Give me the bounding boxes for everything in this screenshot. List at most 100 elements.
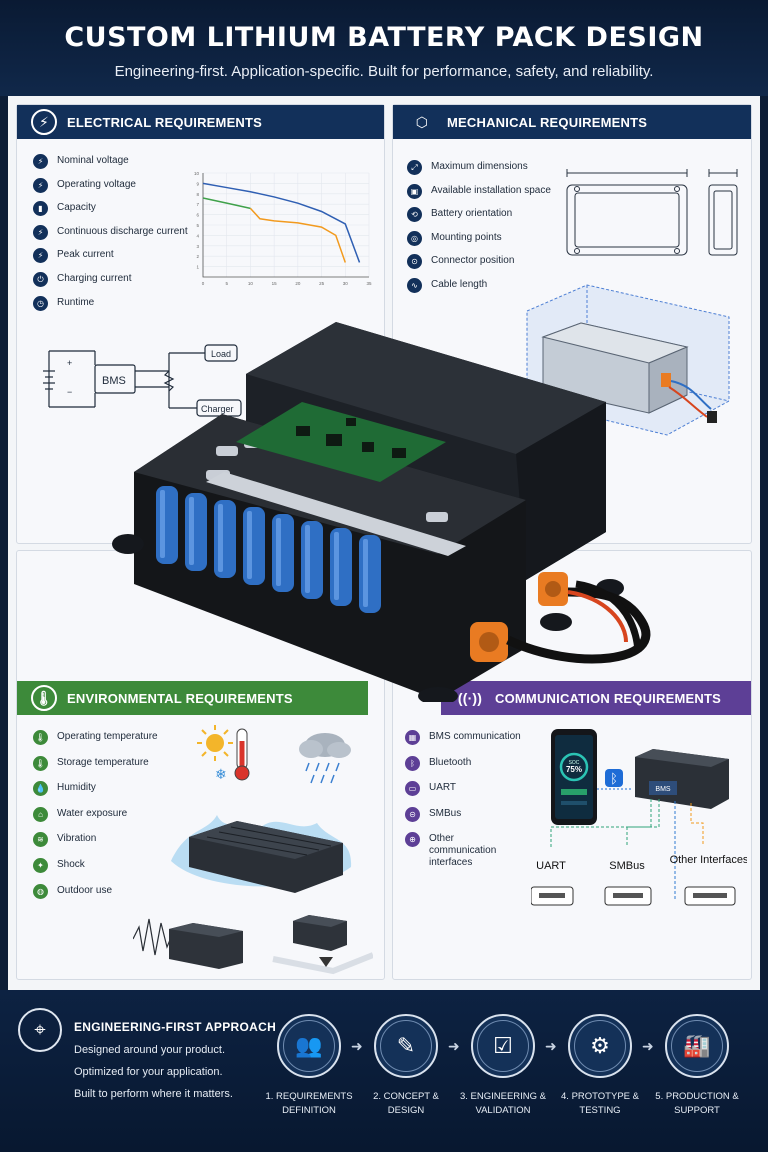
cell-highlight [189, 497, 194, 565]
minus-sign: − [67, 387, 72, 397]
cell-highlight [363, 539, 368, 607]
list-item: ◎Mounting points [407, 230, 551, 256]
series-line-1 [202, 182, 361, 263]
communication-title: COMMUNICATION REQUIREMENTS [495, 690, 721, 706]
communication-header: ((·)) COMMUNICATION REQUIREMENTS [441, 681, 751, 715]
bolt-icon: ⚡ [33, 177, 48, 193]
step-concept: ✎ 2. CONCEPT &DESIGN [357, 1014, 455, 1118]
x-tick-label: 15 [272, 281, 278, 286]
list-item: ▣Available installation space [407, 183, 551, 209]
rotate-icon: ⟲ [407, 207, 422, 223]
battery-cell [185, 493, 207, 571]
y-tick-label: 10 [194, 171, 200, 176]
bus-icon: ⊝ [405, 806, 420, 822]
battery-icon: ▮ [33, 201, 48, 217]
requirements-board: ⚡ ELECTRICAL REQUIREMENTS ⚡Nominal volta… [8, 96, 760, 990]
cell-highlight [218, 504, 223, 572]
list-item: ≋Vibration [33, 832, 158, 859]
list-item: ⊕Other communication interfaces [405, 832, 523, 868]
mechanical-list: ⤢Maximum dimensions ▣Available installat… [407, 160, 551, 303]
battery-cell [214, 500, 236, 578]
chart-axis [202, 173, 369, 278]
list-item: ⚡Nominal voltage [33, 154, 188, 179]
rain-cloud-icon [299, 733, 351, 784]
list-item: ⊝SMBus [405, 806, 523, 834]
cell-highlight [276, 518, 281, 586]
target-icon: ◎ [407, 230, 422, 246]
cable-icon: ∿ [407, 277, 422, 293]
soc-label: SOC [569, 760, 580, 766]
bluetooth-icon: ᛒ [405, 755, 420, 771]
bluetooth-icon: ᛒ [610, 771, 618, 786]
series-line-3 [249, 207, 346, 263]
x-tick-label: 25 [319, 281, 325, 286]
y-tick-label: 7 [196, 202, 199, 207]
smbus-port-label: SMBus [609, 860, 645, 872]
mechanical-header: ⬡ MECHANICAL REQUIREMENTS [393, 105, 751, 139]
list-item: ⏻Charging current [33, 271, 188, 297]
thermometer-icon: 🌡 [31, 685, 57, 711]
y-tick-label: 6 [196, 213, 199, 218]
load-label: Load [211, 349, 231, 359]
list-item: ⤢Maximum dimensions [407, 160, 551, 185]
list-item: ◷Runtime [33, 295, 188, 321]
box-icon: ▣ [407, 183, 422, 199]
factory-icon: 🏭 [671, 1020, 723, 1072]
y-tick-label: 5 [196, 223, 199, 228]
x-tick-label: 35 [366, 281, 372, 286]
x-tick-label: 10 [248, 281, 254, 286]
pin-icon: ⊙ [407, 254, 422, 270]
list-item: ◍Outdoor use [33, 883, 158, 911]
charger-label: Charger [201, 404, 234, 414]
cell-highlight [247, 511, 252, 579]
bluetooth-badge [605, 769, 623, 787]
approach-line: Optimized for your application. [74, 1066, 223, 1078]
step-prototype: ⚙ 4. PROTOTYPE &TESTING [551, 1014, 649, 1118]
list-item: ⟲Battery orientation [407, 207, 551, 232]
snowflake-icon: ❄ [215, 766, 227, 782]
page-header: CUSTOM LITHIUM BATTERY PACK DESIGN Engin… [0, 0, 768, 96]
bms-schematic: + − BMS Load Charger [43, 344, 242, 417]
list-item: 💧Humidity [33, 781, 158, 808]
plug-icon: ⏻ [33, 271, 48, 287]
electrical-header: ⚡ ELECTRICAL REQUIREMENTS [17, 105, 384, 139]
sun-icon [206, 734, 224, 752]
bolt-icon: ⚡ [33, 224, 48, 240]
y-tick-label: 9 [196, 181, 199, 186]
list-item: ✦Shock [33, 857, 158, 885]
list-item: ▮Capacity [33, 201, 188, 226]
x-tick-label: 5 [225, 281, 228, 286]
cube-icon: ⬡ [415, 114, 429, 130]
list-item: ⌂Water exposure [33, 806, 158, 834]
approach-title: ENGINEERING-FIRST APPROACH [74, 1020, 277, 1034]
shock-icon: ✦ [33, 857, 48, 873]
cell-highlight [160, 490, 165, 558]
design-icon: ✎ [380, 1020, 432, 1072]
target-icon: ⌖ [18, 1008, 62, 1052]
y-tick-label: 3 [196, 244, 199, 249]
list-item: ⚡Peak current [33, 248, 188, 273]
chip-icon: ▦ [405, 730, 420, 745]
soc-value: 75% [566, 765, 582, 774]
battery-cell [359, 535, 381, 613]
page-subtitle: Engineering-first. Application-specific.… [114, 63, 654, 80]
bms-unit-label: BMS [655, 786, 671, 793]
battery-cell [272, 514, 294, 592]
bolt-icon: ⚡ [33, 154, 48, 169]
list-item: ▦BMS communication [405, 730, 523, 757]
droplet-icon: 💧 [33, 781, 48, 797]
approach-line: Designed around your product. [74, 1044, 226, 1056]
team-icon: 👥 [283, 1020, 335, 1072]
arrow-icon: ➜ [448, 1038, 460, 1054]
temperature-icon: 🌡 [33, 730, 48, 745]
battery-cell [330, 528, 352, 606]
house-icon: ⌂ [33, 806, 48, 822]
environmental-list: 🌡Operating temperature 🌡Storage temperat… [33, 730, 158, 911]
electrical-list: ⚡Nominal voltage ⚡Operating voltage ▮Cap… [33, 154, 188, 321]
cell-highlight [305, 525, 310, 593]
lightning-icon: ⚡ [31, 109, 57, 135]
